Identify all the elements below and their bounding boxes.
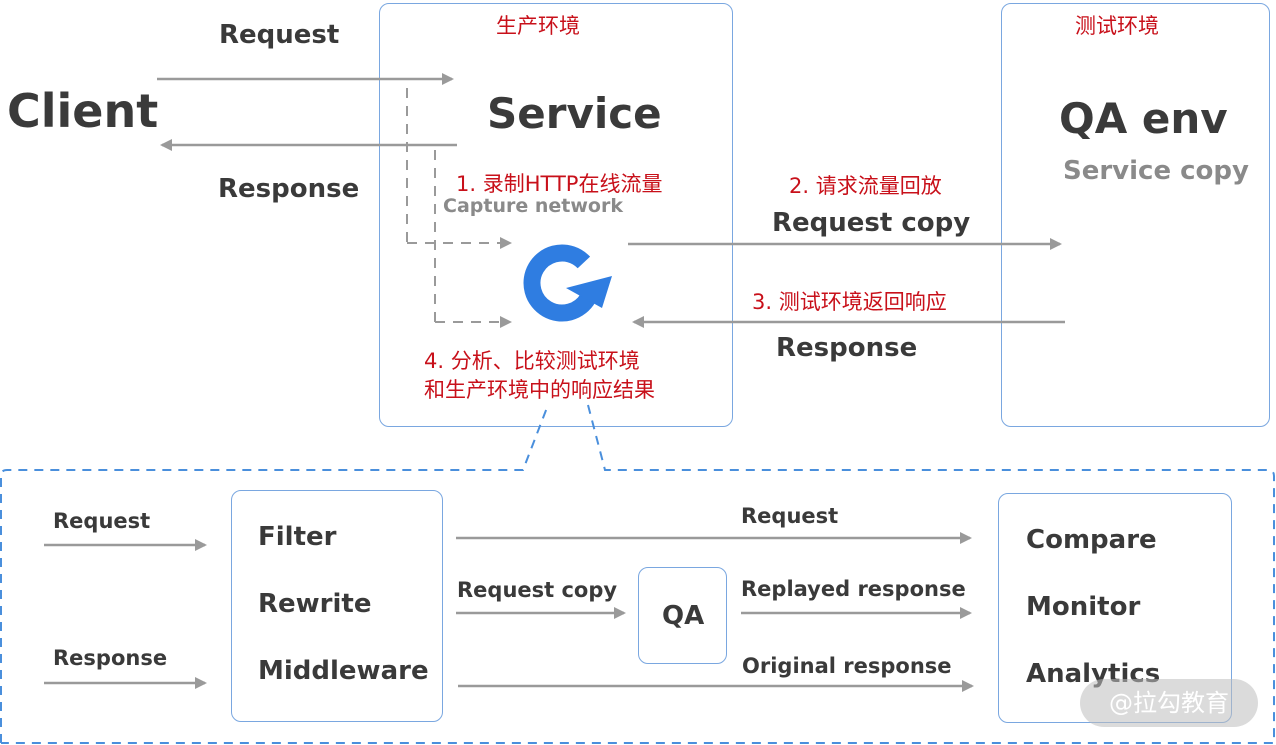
qa-label: QA	[662, 601, 705, 631]
request-copy-label: Request copy	[772, 208, 971, 238]
client-label: Client	[7, 84, 159, 138]
qa-env-label: QA env	[1059, 94, 1228, 143]
step4-line2: 和生产环境中的响应结果	[424, 378, 655, 402]
response-label: Response	[218, 174, 360, 204]
request-label: Request	[219, 20, 340, 50]
production-env-box	[379, 3, 733, 427]
response-back-label: Response	[776, 333, 918, 363]
bottom-response-label: Response	[53, 646, 168, 670]
test-env-box	[1001, 3, 1270, 427]
bottom-request-label: Request	[53, 509, 151, 533]
service-copy-label: Service copy	[1063, 156, 1249, 186]
test-env-title: 测试环境	[1075, 14, 1159, 38]
bottom-request-out-label: Request	[741, 504, 839, 528]
capture-logo-icon	[523, 244, 612, 322]
rewrite-label: Rewrite	[258, 589, 372, 619]
step1-label: 1. 录制HTTP在线流量	[456, 172, 663, 196]
filter-label: Filter	[258, 522, 337, 552]
compare-label: Compare	[1026, 525, 1157, 555]
bottom-request-copy-label: Request copy	[457, 578, 618, 602]
middleware-box	[231, 490, 443, 722]
capture-network-label: Capture network	[443, 195, 623, 217]
watermark: @拉勾教育	[1080, 679, 1258, 727]
step3-label: 3. 测试环境返回响应	[752, 290, 947, 314]
step2-label: 2. 请求流量回放	[789, 174, 942, 198]
qa-box	[638, 567, 727, 664]
monitor-label: Monitor	[1026, 592, 1141, 622]
replayed-response-label: Replayed response	[741, 577, 966, 601]
step4-line1: 4. 分析、比较测试环境	[424, 349, 640, 373]
production-env-title: 生产环境	[496, 14, 580, 38]
service-label: Service	[487, 89, 662, 138]
middleware-label: Middleware	[258, 656, 429, 686]
original-response-label: Original response	[742, 654, 952, 678]
